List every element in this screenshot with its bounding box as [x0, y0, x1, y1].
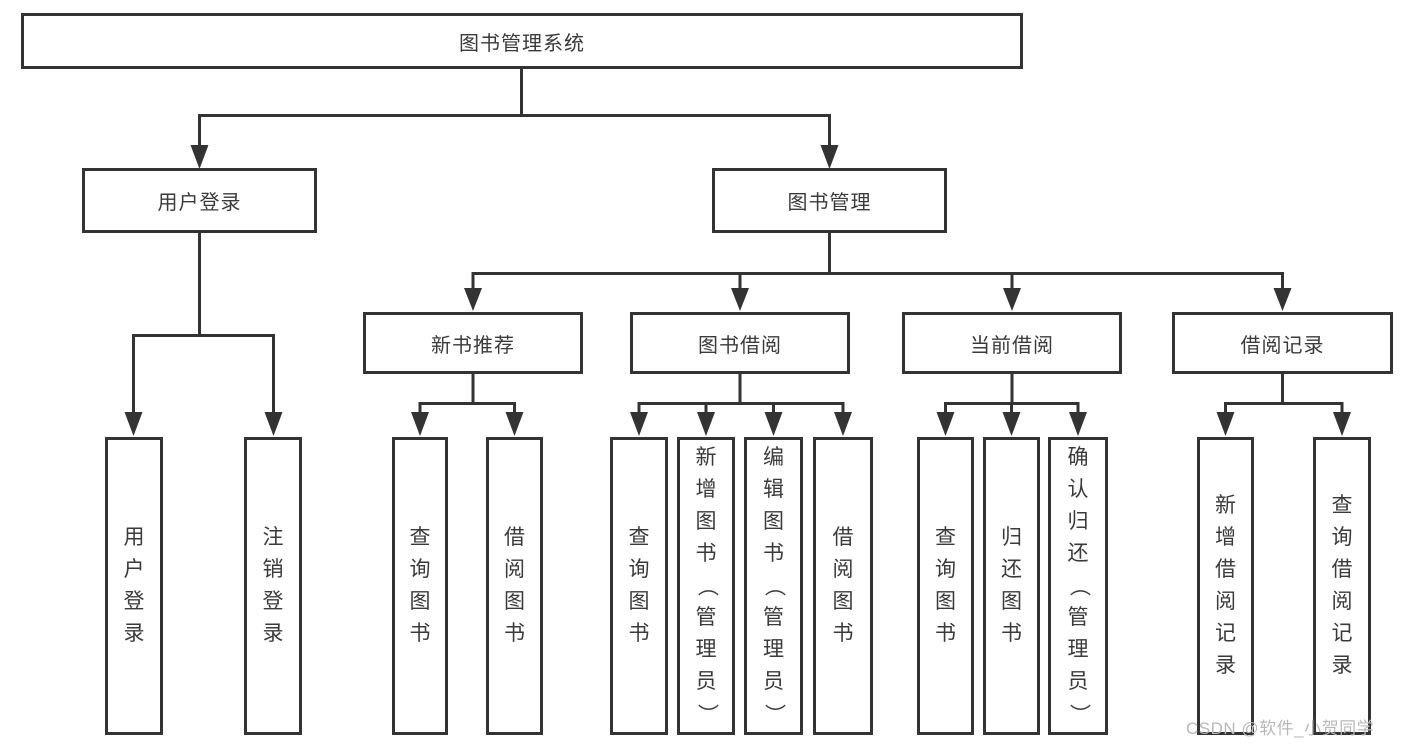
- node-leaf-borrow-book-1: 借阅图书: [486, 437, 543, 735]
- node-leaf-edit-book-admin: 编辑图书（管理员）: [744, 437, 803, 735]
- node-leaf-query-book-2: 查询图书: [610, 437, 668, 735]
- node-leaf-return-book: 归还图书: [983, 437, 1040, 735]
- node-book-management: 图书管理: [712, 168, 947, 233]
- node-current-borrow: 当前借阅: [902, 312, 1122, 374]
- node-new-book-recommend: 新书推荐: [363, 312, 583, 374]
- node-leaf-borrow-book-2: 借阅图书: [813, 437, 873, 735]
- node-leaf-query-borrow-record: 查询借阅记录: [1313, 437, 1371, 735]
- arrowhead-icons: [124, 145, 1351, 436]
- node-borrow-records: 借阅记录: [1172, 312, 1393, 374]
- node-root: 图书管理系统: [21, 13, 1023, 69]
- node-leaf-user-login: 用户登录: [105, 437, 163, 735]
- node-leaf-confirm-return-admin: 确认归还（管理员）: [1048, 437, 1108, 735]
- node-leaf-add-book-admin: 新增图书（管理员）: [677, 437, 735, 735]
- node-leaf-query-book-1: 查询图书: [392, 437, 448, 735]
- node-leaf-add-borrow-record: 新增借阅记录: [1197, 437, 1254, 735]
- node-user-login: 用户登录: [82, 168, 317, 233]
- node-leaf-logout: 注销登录: [244, 437, 302, 735]
- node-book-borrow: 图书借阅: [630, 312, 850, 374]
- csdn-watermark: CSDN @软件_小贺同学: [1186, 719, 1375, 738]
- node-leaf-query-book-3: 查询图书: [917, 437, 974, 735]
